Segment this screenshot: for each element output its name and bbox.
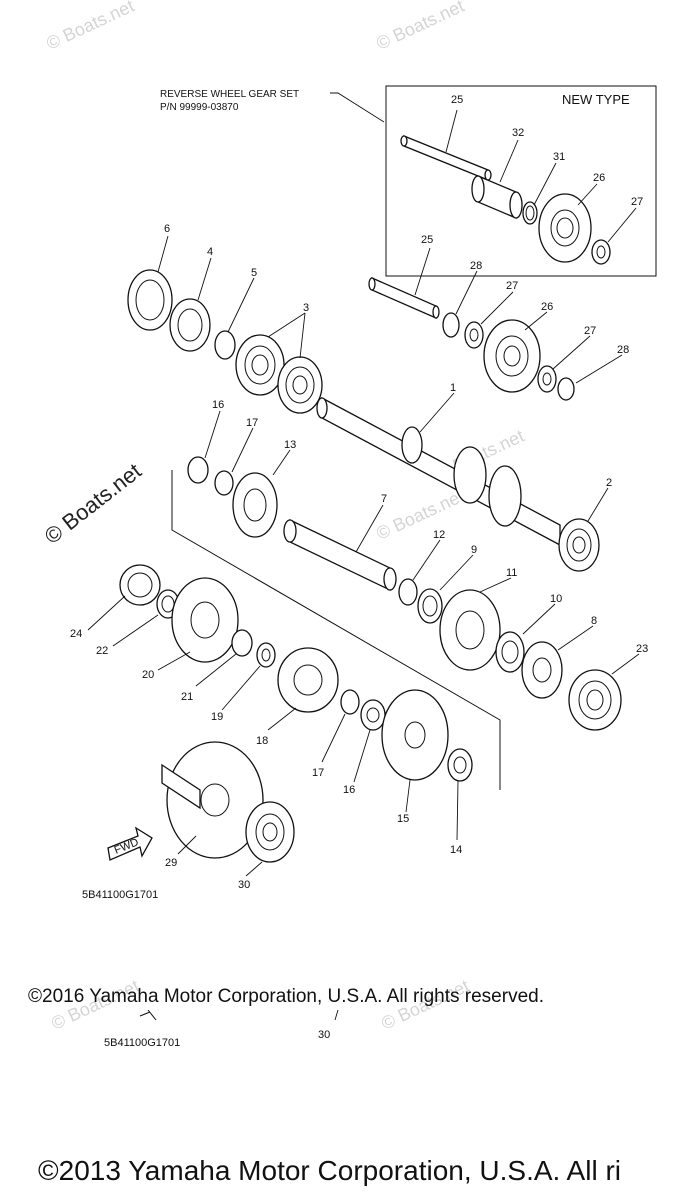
bearing-23 — [568, 669, 622, 731]
collar-4 — [169, 298, 211, 352]
copyright-main: ©2016 Yamaha Motor Corporation, U.S.A. A… — [28, 986, 544, 1007]
reverse-shaft-new — [400, 135, 492, 181]
callout-10: 10 — [550, 593, 562, 605]
callout-7: 7 — [381, 493, 387, 505]
reverse-shaft — [368, 277, 440, 319]
diagram-code: 5B41100G1701 — [82, 889, 158, 901]
needle-bearing-10 — [495, 631, 525, 673]
callout-26: 26 — [593, 172, 605, 184]
callout-9: 9 — [471, 544, 477, 556]
clutch-hub-18 — [277, 647, 339, 713]
main-axle — [316, 396, 561, 547]
callout-19: 19 — [211, 711, 223, 723]
reverse-gear-new — [538, 193, 592, 263]
washer-9 — [417, 588, 443, 624]
callout-25: 25 — [451, 94, 463, 106]
fwd-arrow-icon: FWD — [107, 826, 153, 861]
new-type-box — [385, 85, 657, 277]
reverse-collar — [471, 175, 523, 219]
callout-14: 14 — [450, 844, 462, 856]
callout-3: 3 — [303, 302, 309, 314]
callout-2: 2 — [606, 477, 612, 489]
watermark: © Boats.net — [373, 486, 467, 544]
bearing-30 — [245, 801, 295, 863]
reverse-set-part-number: P/N 99999-03870 — [160, 102, 239, 113]
gear-20 — [171, 577, 239, 663]
callout-25: 25 — [421, 234, 433, 246]
washer-16b — [360, 699, 386, 731]
callout-28: 28 — [470, 260, 482, 272]
callout-17: 17 — [246, 417, 258, 429]
fwd-label: FWD — [113, 836, 141, 857]
callout-12: 12 — [433, 529, 445, 541]
washer-27a — [464, 321, 484, 349]
callout-26: 26 — [541, 301, 553, 313]
bearing-2 — [558, 518, 600, 572]
circlip-17b — [340, 689, 360, 715]
main-watermark: © Boats.net — [40, 458, 146, 549]
bushing-14 — [447, 748, 473, 782]
dog-clutch-8 — [521, 641, 563, 699]
callout-13: 13 — [284, 439, 296, 451]
callout-22: 22 — [96, 645, 108, 657]
washer-19 — [256, 642, 276, 668]
drive-axle — [283, 518, 397, 592]
gear-11 — [439, 589, 501, 671]
oil-seal — [127, 269, 173, 331]
callout-30: 30 — [238, 879, 250, 891]
callout-18: 18 — [256, 735, 268, 747]
callout-29: 29 — [165, 857, 177, 869]
fwd-arrow-fragment-icon — [139, 1009, 157, 1021]
leader-lines — [87, 109, 640, 1021]
callout-21: 21 — [181, 691, 193, 703]
reverse-set-title: REVERSE WHEEL GEAR SET — [160, 89, 299, 100]
watermark: © Boats.net — [43, 0, 137, 54]
watermark: © Boats.net — [373, 0, 467, 54]
callout-6: 6 — [164, 223, 170, 235]
callout-30: 30 — [318, 1029, 330, 1041]
circlip-28b — [557, 377, 575, 401]
callout-17: 17 — [312, 767, 324, 779]
callout-16: 16 — [343, 784, 355, 796]
reverse-gear — [483, 319, 541, 393]
bearing-3b — [277, 356, 323, 414]
washer-new — [591, 239, 611, 265]
bearing-24 — [119, 564, 161, 606]
callout-8: 8 — [591, 615, 597, 627]
washer-27b — [537, 365, 557, 393]
callout-5: 5 — [251, 267, 257, 279]
callout-27: 27 — [631, 196, 643, 208]
callout-28: 28 — [617, 344, 629, 356]
assembly-bracket-line — [171, 470, 501, 790]
circlip-12 — [398, 578, 418, 606]
washer-16a — [187, 456, 209, 484]
diagram-code-duplicate: 5B41100G1701 — [104, 1037, 180, 1049]
callout-24: 24 — [70, 628, 82, 640]
callout-32: 32 — [512, 127, 524, 139]
new-type-label: NEW TYPE — [562, 92, 630, 107]
gear-13 — [232, 472, 278, 538]
callout-16: 16 — [212, 399, 224, 411]
callout-27: 27 — [584, 325, 596, 337]
circlip-28a — [442, 312, 460, 338]
callout-15: 15 — [397, 813, 409, 825]
bushing-21 — [231, 629, 253, 657]
callout-27: 27 — [506, 280, 518, 292]
callout-4: 4 — [207, 246, 213, 258]
o-ring — [214, 330, 236, 360]
gear-29 — [161, 741, 264, 859]
bearing-3a — [235, 334, 285, 396]
callout-11: 11 — [506, 567, 517, 579]
gear-15 — [381, 689, 449, 781]
callout-31: 31 — [553, 151, 565, 163]
reverse-set-leader — [330, 92, 385, 123]
circlip-17a — [214, 470, 234, 496]
callout-20: 20 — [142, 669, 154, 681]
callout-23: 23 — [636, 643, 648, 655]
needle-bearing-small — [522, 201, 538, 225]
copyright-old: ©2013 Yamaha Motor Corporation, U.S.A. A… — [38, 1155, 621, 1186]
callout-1: 1 — [450, 382, 456, 394]
